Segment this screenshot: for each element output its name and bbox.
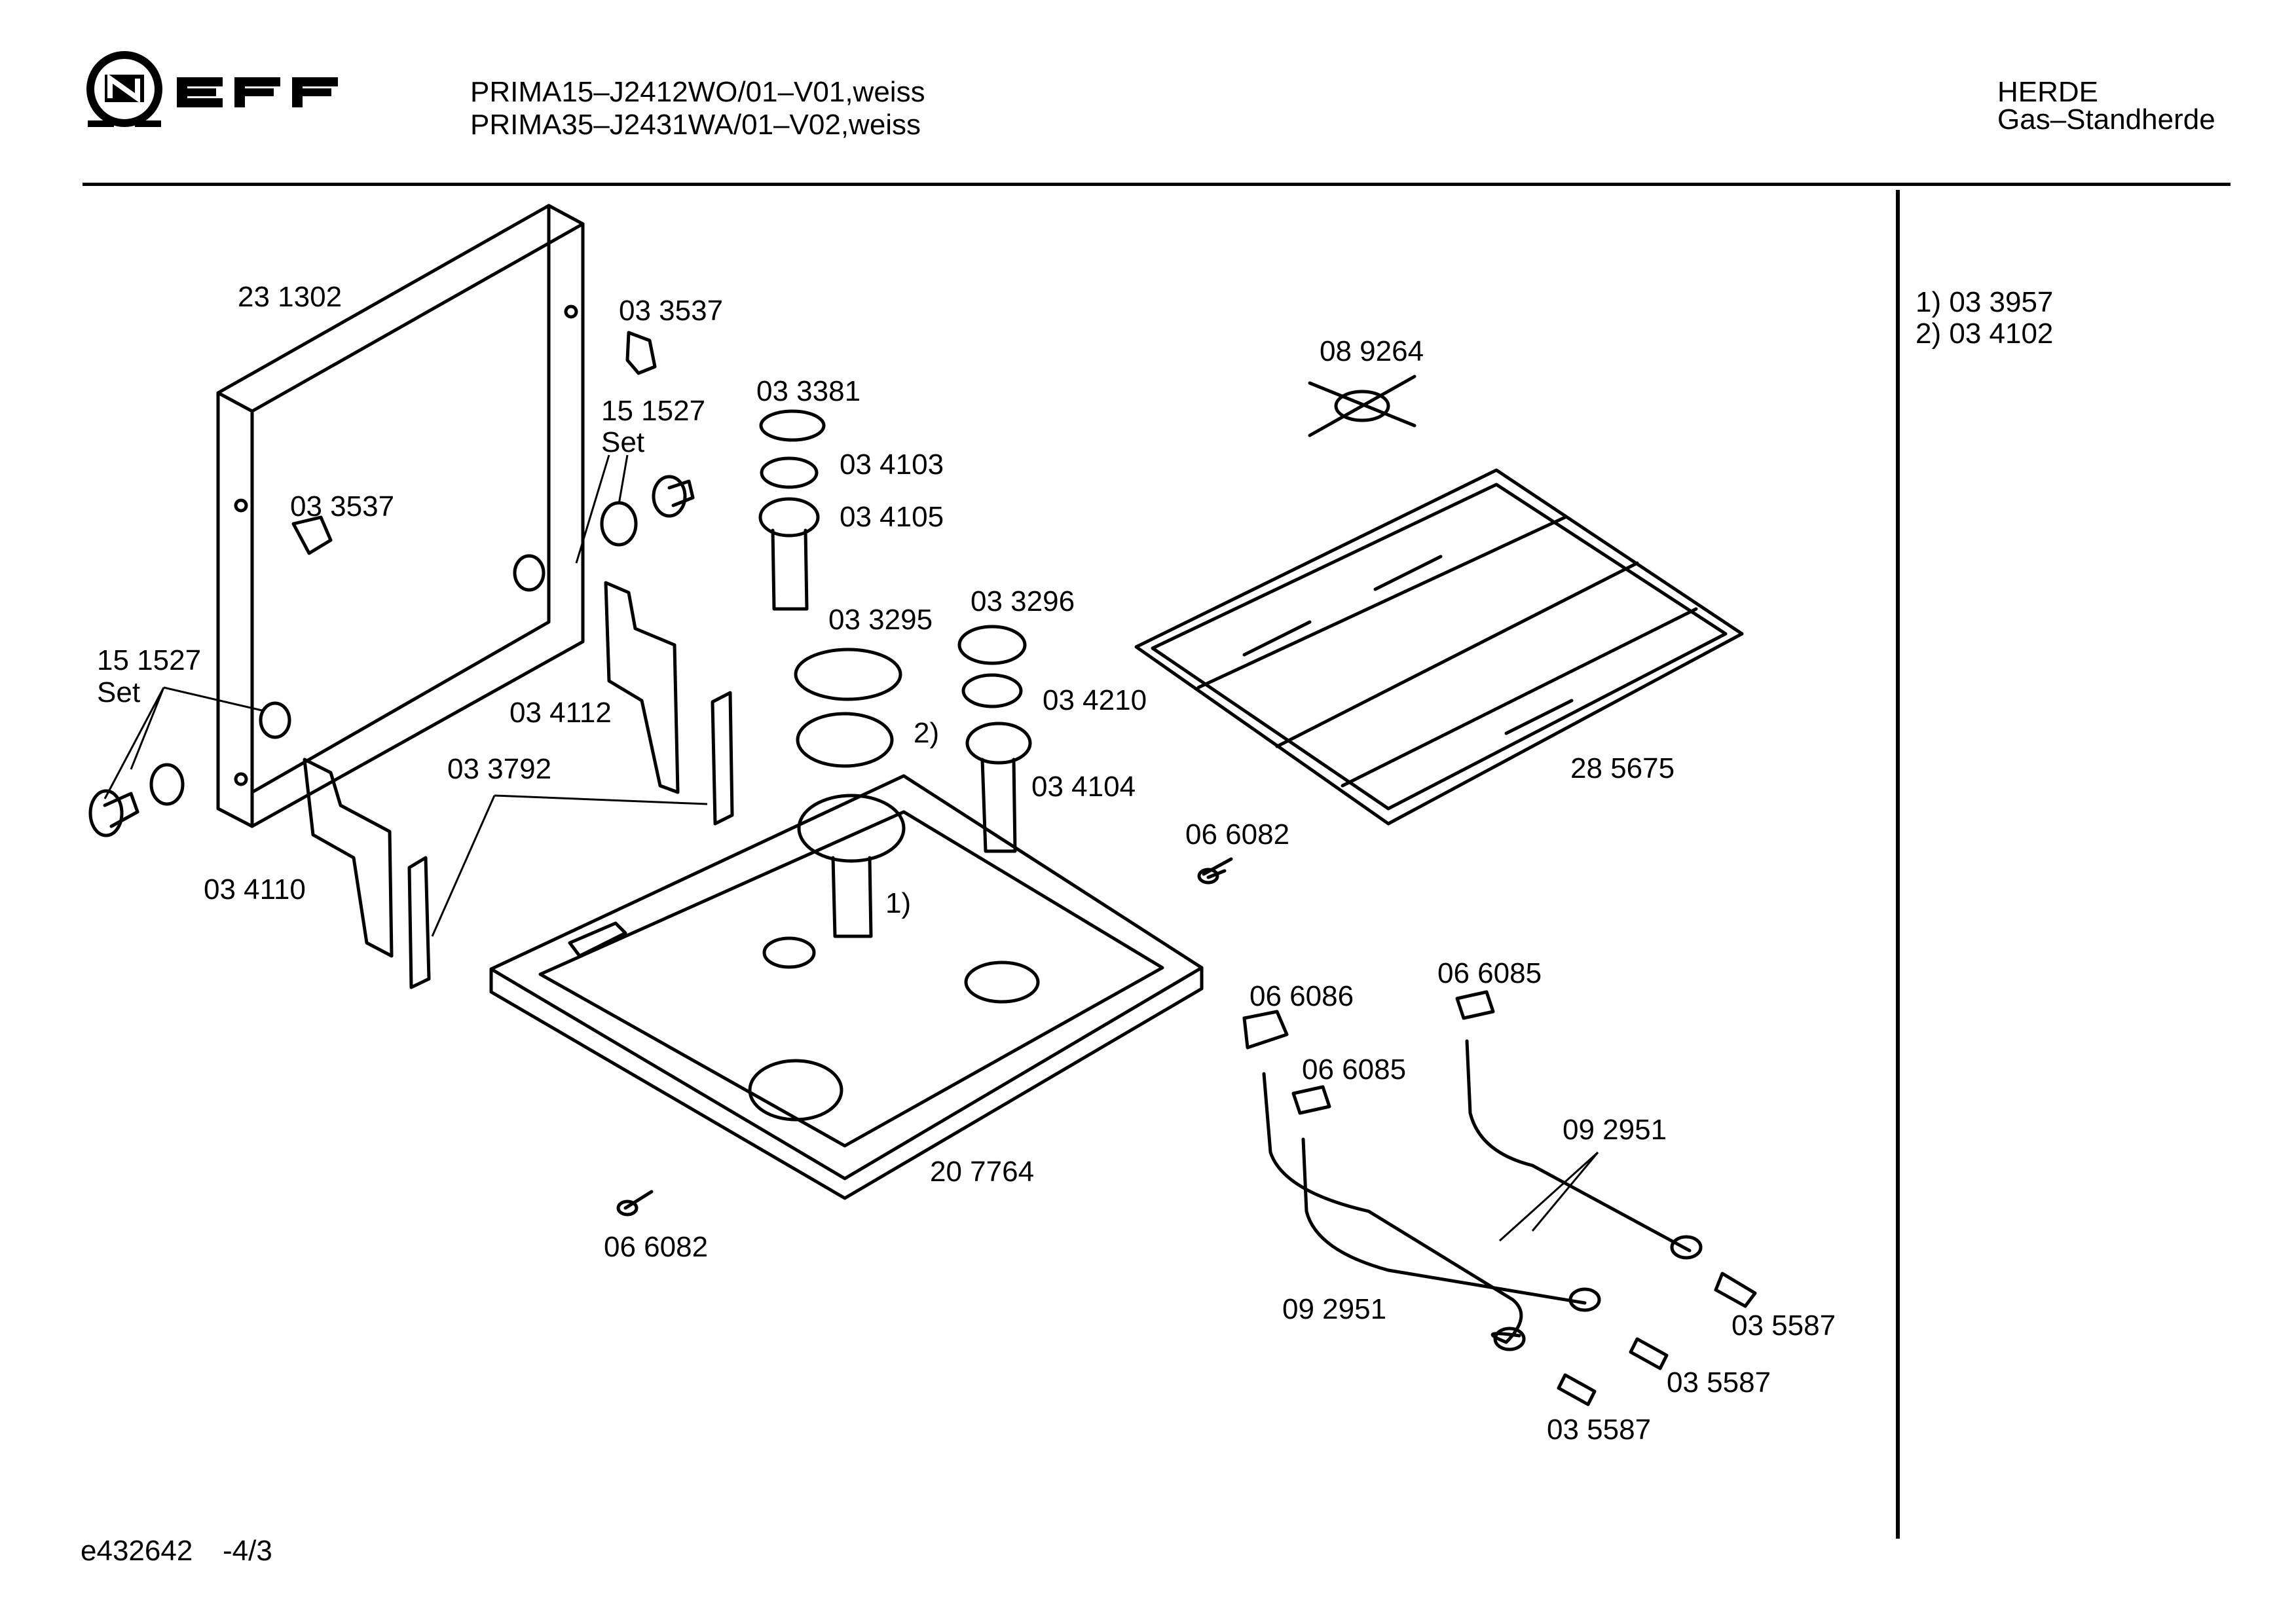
label-15-1527-lower: 15 1527 xyxy=(97,644,202,676)
doc-id: e432642 xyxy=(81,1535,193,1567)
label-06-6086: 06 6086 xyxy=(1250,980,1354,1012)
label-03-3537-left: 03 3537 xyxy=(290,490,395,522)
burner-right-part xyxy=(957,625,1032,853)
label-15-1527-upper: 15 1527 xyxy=(601,395,706,427)
callout-ref-1: 1) xyxy=(885,887,912,919)
label-03-4110: 03 4110 xyxy=(204,873,306,906)
category-subtitle: Gas–Standherde xyxy=(1997,103,2215,136)
label-03-5587-top: 03 5587 xyxy=(1731,1310,1836,1342)
header-divider xyxy=(83,183,2231,186)
label-03-4103: 03 4103 xyxy=(840,449,944,481)
label-set-lower: Set xyxy=(97,676,141,708)
note-1: 1) 03 3957 xyxy=(1916,286,2054,318)
label-08-9264: 08 9264 xyxy=(1320,335,1424,367)
note-2: 2) 03 4102 xyxy=(1916,318,2054,350)
label-03-3295: 03 3295 xyxy=(828,604,933,636)
burner-center-part xyxy=(794,648,906,938)
label-20-7764: 20 7764 xyxy=(930,1156,1035,1188)
label-06-6082-left: 06 6082 xyxy=(604,1231,709,1263)
clip-part xyxy=(291,331,657,555)
label-03-3381: 03 3381 xyxy=(756,375,861,407)
label-03-4210: 03 4210 xyxy=(1043,684,1147,716)
hob-pan-part xyxy=(489,774,1204,1200)
burner-left-part xyxy=(758,409,826,611)
label-23-1302: 23 1302 xyxy=(238,281,343,313)
page-number: -4/3 xyxy=(223,1535,272,1567)
model-line-1: PRIMA15–J2412WO/01–V01,weiss xyxy=(470,76,925,108)
label-03-4112: 03 4112 xyxy=(509,697,612,729)
label-03-3537-top: 03 3537 xyxy=(619,295,724,327)
label-set-upper: Set xyxy=(601,426,645,458)
leader-lines xyxy=(103,454,1599,1242)
label-06-6085-right: 06 6085 xyxy=(1437,957,1542,989)
label-03-4104: 03 4104 xyxy=(1031,771,1136,803)
back-panel-part xyxy=(216,204,585,828)
label-03-3296: 03 3296 xyxy=(971,585,1075,617)
callout-ref-2: 2) xyxy=(914,717,940,749)
model-line-2: PRIMA35–J2431WA/01–V02,weiss xyxy=(470,109,921,141)
wok-ring-part xyxy=(1308,375,1416,437)
label-03-4105: 03 4105 xyxy=(840,501,944,533)
pan-support-grate-part xyxy=(1134,468,1744,826)
label-06-6085-left: 06 6085 xyxy=(1302,1053,1407,1086)
label-03-5587-bottom: 03 5587 xyxy=(1547,1414,1652,1446)
thermocouple-part xyxy=(1242,990,1703,1351)
bracket-part xyxy=(303,581,734,989)
category-title: HERDE xyxy=(1997,76,2099,108)
label-09-2951-right: 09 2951 xyxy=(1563,1114,1667,1146)
label-28-5675: 28 5675 xyxy=(1570,752,1675,784)
neff-logo xyxy=(79,51,354,143)
notes-divider xyxy=(1896,190,1900,1539)
label-03-5587-mid: 03 5587 xyxy=(1667,1366,1771,1399)
label-06-6082-right: 06 6082 xyxy=(1185,818,1290,851)
screw-part xyxy=(616,857,1233,1217)
label-09-2951-left: 09 2951 xyxy=(1282,1293,1387,1325)
nozzle-part xyxy=(1557,1272,1757,1406)
label-03-3792: 03 3792 xyxy=(447,753,552,785)
